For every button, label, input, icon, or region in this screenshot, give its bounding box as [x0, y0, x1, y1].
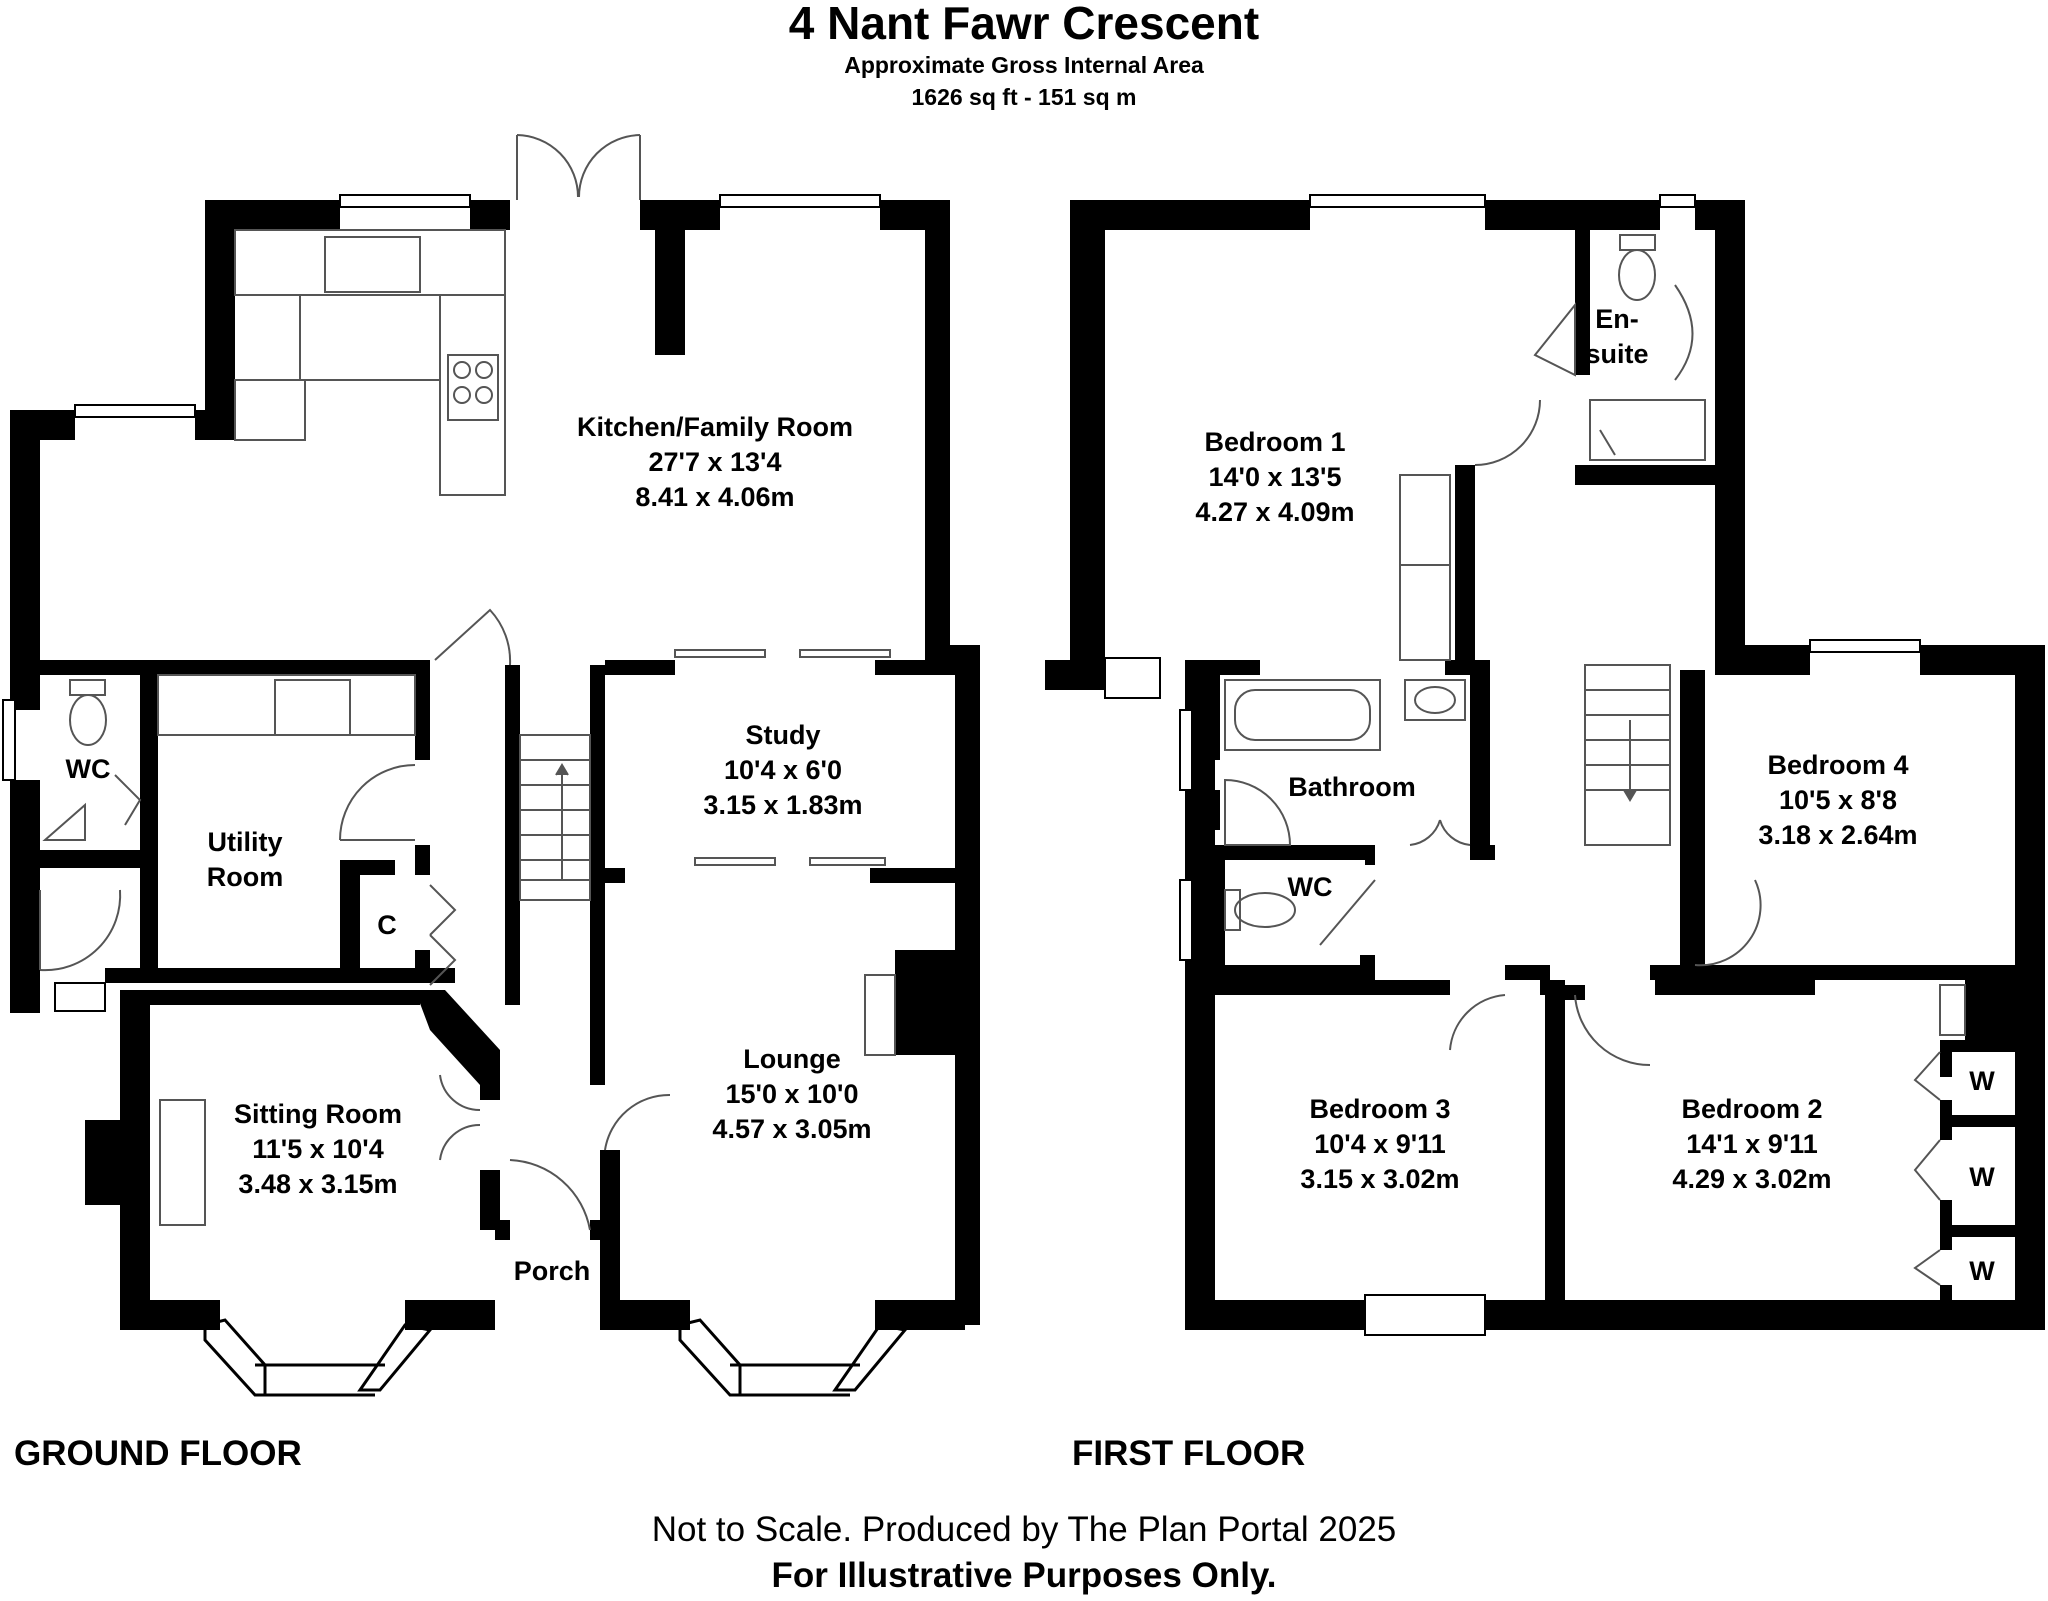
room-label-cupboard: C [377, 910, 397, 940]
room-metric: 3.15 x 1.83m [703, 790, 863, 820]
room-name: Study [745, 720, 821, 750]
wardrobe-label-1: W [1969, 1066, 1995, 1096]
room-name-line1: En- [1595, 304, 1639, 334]
room-name: Bedroom 2 [1681, 1094, 1823, 1124]
ground-floor-label: GROUND FLOOR [14, 1434, 302, 1473]
room-name-line2: suite [1585, 339, 1649, 369]
area-caption: Approximate Gross Internal Area [844, 52, 1204, 78]
fixtures [39, 134, 1966, 1286]
room-name: Bedroom 1 [1204, 427, 1346, 457]
room-metric: 3.48 x 3.15m [238, 1169, 398, 1199]
room-label-bedroom3: Bedroom 3 10'4 x 9'11 3.15 x 3.02m [1300, 1092, 1459, 1197]
room-name-line2: Room [206, 862, 284, 892]
first-floor-label: FIRST FLOOR [1072, 1434, 1306, 1473]
room-label-bedroom1: Bedroom 1 14'0 x 13'5 4.27 x 4.09m [1195, 425, 1354, 530]
room-name: Lounge [743, 1044, 841, 1074]
room-label-bedroom2: Bedroom 2 14'1 x 9'11 4.29 x 3.02m [1672, 1092, 1831, 1197]
room-label-ensuite: En- suite [1585, 302, 1648, 372]
room-metric: 3.15 x 3.02m [1300, 1164, 1460, 1194]
footer-note: Not to Scale. Produced by The Plan Porta… [651, 1510, 1397, 1549]
room-name: Sitting Room [234, 1099, 402, 1129]
room-metric: 4.27 x 4.09m [1195, 497, 1355, 527]
room-name-line1: Utility [207, 827, 283, 857]
room-label-lounge: Lounge 15'0 x 10'0 4.57 x 3.05m [712, 1042, 871, 1147]
room-label-porch: Porch [513, 1256, 591, 1286]
room-label-bathroom: Bathroom [1288, 772, 1416, 802]
room-imperial: 14'1 x 9'11 [1686, 1129, 1818, 1159]
room-metric: 8.41 x 4.06m [635, 482, 795, 512]
wardrobe-label-2: W [1969, 1162, 1995, 1192]
windows [2, 194, 1921, 1336]
room-label-study: Study 10'4 x 6'0 3.15 x 1.83m [703, 718, 862, 823]
room-metric: 3.18 x 2.64m [1758, 820, 1918, 850]
room-name: Kitchen/Family Room [576, 412, 854, 442]
room-name: Bedroom 3 [1309, 1094, 1451, 1124]
room-label-wc-first: WC [1287, 872, 1333, 902]
area-value: 1626 sq ft - 151 sq m [911, 84, 1137, 110]
room-imperial: 10'5 x 8'8 [1779, 785, 1897, 815]
room-label-sitting: Sitting Room 11'5 x 10'4 3.48 x 3.15m [234, 1097, 402, 1202]
property-address: 4 Nant Fawr Crescent [788, 0, 1260, 49]
room-label-bedroom4: Bedroom 4 10'5 x 8'8 3.18 x 2.64m [1758, 748, 1917, 853]
room-imperial: 15'0 x 10'0 [725, 1079, 859, 1109]
room-label-utility: Utility Room [207, 825, 284, 895]
footer-disclaimer: For Illustrative Purposes Only. [771, 1556, 1277, 1595]
room-imperial: 10'4 x 6'0 [724, 755, 842, 785]
room-metric: 4.57 x 3.05m [712, 1114, 872, 1144]
room-imperial: 14'0 x 13'5 [1208, 462, 1342, 492]
room-imperial: 11'5 x 10'4 [252, 1134, 384, 1164]
room-imperial: 10'4 x 9'11 [1314, 1129, 1446, 1159]
wardrobe-label-3: W [1969, 1256, 1995, 1286]
room-label-wc-ground: WC [65, 754, 111, 784]
room-label-kitchen: Kitchen/Family Room 27'7 x 13'4 8.41 x 4… [577, 410, 853, 515]
walls [10, 200, 2045, 1397]
room-imperial: 27'7 x 13'4 [648, 447, 782, 477]
room-name: Bedroom 4 [1767, 750, 1909, 780]
room-metric: 4.29 x 3.02m [1672, 1164, 1832, 1194]
